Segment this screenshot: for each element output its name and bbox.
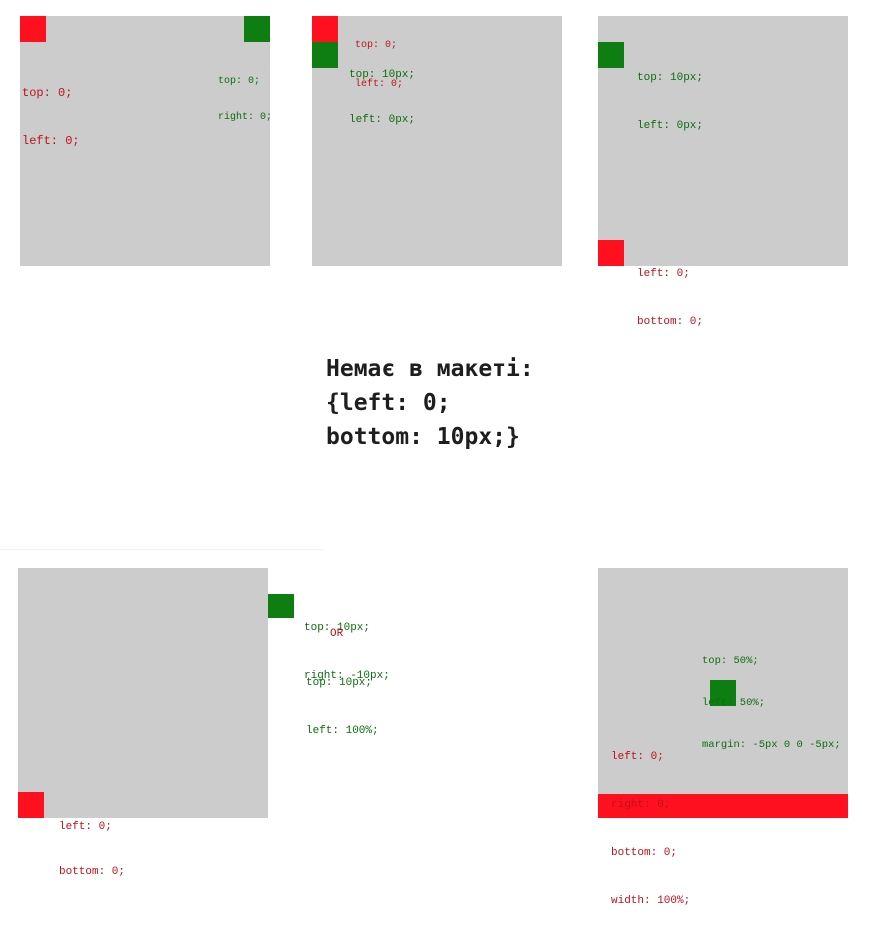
label-line: right: -10px; <box>304 670 390 682</box>
label-line: top: 10px; <box>306 677 373 689</box>
note-line: bottom: 10px;} <box>326 424 520 450</box>
or-text: OR <box>330 628 344 640</box>
label-line: left: 0; <box>611 751 664 763</box>
red-box-label: top: 0; left: 0; <box>355 13 403 117</box>
label-line: top: 50%; <box>702 655 759 667</box>
demo-panel-2: top: 0; left: 0; top: 10px; left: 0px; <box>312 16 562 266</box>
label-line: left: 0px; <box>349 114 416 126</box>
label-line: left: 0; <box>355 79 404 90</box>
label-line: left: 50%; <box>702 697 766 709</box>
green-box <box>312 42 338 68</box>
red-box <box>598 240 624 266</box>
red-box-label: left: 0; bottom: 0; <box>637 234 703 362</box>
demo-panel-1: top: 0; left: 0; top: 0; right: 0; <box>20 16 272 266</box>
red-bar-label: left: 0; right: 0; bottom: 0; width: 100… <box>611 717 690 941</box>
demo-panel-4: left: 0; bottom: 0; <box>18 568 268 878</box>
demo-panel-3: top: 10px; left: 0px; left: 0; bottom: 0… <box>598 16 848 328</box>
green-box-label: top: 0; right: 0; <box>218 52 272 148</box>
label-line: top: 10px; <box>637 72 704 84</box>
label-line: right: 0; <box>218 112 273 123</box>
label-line: bottom: 0; <box>637 316 704 328</box>
label-line: left: 0; <box>637 268 690 280</box>
label-line: top: 0; <box>355 40 398 51</box>
green-box <box>244 16 270 42</box>
green-box <box>598 42 624 68</box>
label-line: top: 10px; <box>304 622 371 634</box>
demo-panel-5: top: 50%; left: 50%; margin: -5px 0 0 -5… <box>598 568 848 907</box>
label-line: left: 0; <box>22 134 80 148</box>
missing-layout-note: Немає в макеті: {left: 0; bottom: 10px;} <box>326 352 534 454</box>
label-line: width: 100%; <box>611 895 691 907</box>
red-box-label: left: 0; bottom: 0; <box>59 790 125 910</box>
note-line: Немає в макеті: <box>326 356 534 382</box>
green-box-outside <box>268 594 294 618</box>
note-line: {left: 0; <box>326 390 451 416</box>
label-line: top: 10px; <box>349 69 416 81</box>
green-box-label-right: top: 10px; right: -10px; <box>304 588 390 700</box>
label-line: left: 100%; <box>306 725 379 737</box>
green-box-label: top: 10px; left: 0px; <box>349 38 415 158</box>
red-box <box>20 16 46 42</box>
label-line: top: 0; <box>218 76 261 87</box>
label-line: bottom: 0; <box>59 866 126 878</box>
red-bar <box>598 794 848 818</box>
green-box <box>710 680 736 706</box>
red-box-label: top: 0; left: 0; <box>22 53 80 181</box>
label-line: left: 0px; <box>637 120 704 132</box>
label-line: right: 0; <box>611 799 671 811</box>
label-line: top: 0; <box>22 86 73 100</box>
label-line: left: 0; <box>59 821 112 833</box>
green-box-label: top: 10px; left: 0px; <box>637 38 703 166</box>
divider <box>0 549 325 550</box>
label-line: margin: -5px 0 0 -5px; <box>702 739 841 751</box>
green-box-label-left: top: 10px; left: 100%; <box>306 643 379 755</box>
label-line: bottom: 0; <box>611 847 678 859</box>
green-box-label: top: 50%; left: 50%; margin: -5px 0 0 -5… <box>702 626 841 780</box>
red-box <box>18 792 44 818</box>
red-box <box>312 16 338 42</box>
